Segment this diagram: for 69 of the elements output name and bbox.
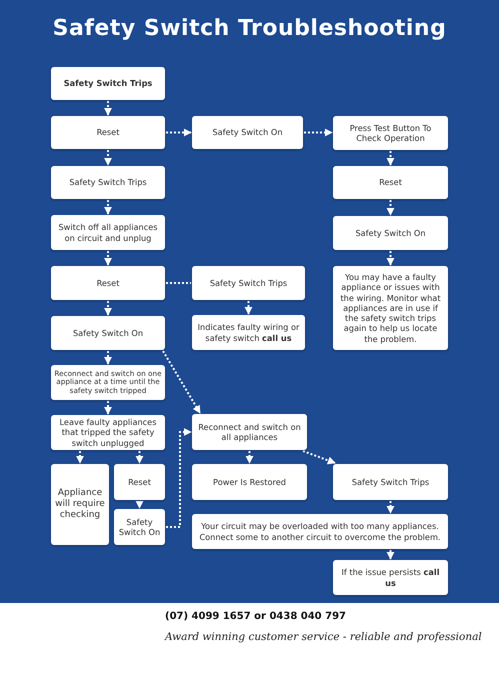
box-text: Switch off all appliances on circuit and unplug <box>57 222 159 243</box>
box-text: Press Test Button To Check Operation <box>348 122 432 144</box>
box-text: Safety Switch Trips <box>69 177 147 188</box>
arrow <box>244 301 252 315</box>
arrow <box>136 500 144 509</box>
box-text: Safety Switch On <box>355 228 426 238</box>
box-text: Leave faulty appliances that tripped the safety switch unplugged <box>58 417 158 448</box>
box-text: Safety Switch Trips <box>352 476 430 488</box>
arrow <box>104 401 112 415</box>
box-text: You may have a faulty appliance or issues with the wiring. Monitor what appliances are in use if the safety switch trips again to help us locate the problem. <box>339 272 442 344</box>
box-text: Reconnect and switch on all appliances <box>197 422 302 442</box>
box-text: Reset <box>96 278 120 288</box>
phone-text: (07) 4099 1657 or 0438 040 797 <box>165 611 346 622</box>
arrow <box>162 350 201 414</box>
box-text: Power Is Restored <box>213 476 286 488</box>
box-text: Your circuit may be overloaded with too many appliances. Connect some to another circuit to overcome the problem. <box>198 521 442 542</box>
arrow <box>386 550 394 560</box>
process-box <box>333 464 448 500</box>
process-box <box>51 166 165 199</box>
arrow <box>104 150 112 166</box>
arrow <box>166 128 192 136</box>
box-text: Safety Switch Trips <box>64 78 152 89</box>
arrow <box>166 428 192 528</box>
box-text: Safety Switch Trips <box>210 278 288 288</box>
arrow <box>104 200 112 215</box>
process-box <box>333 216 448 250</box>
arrow <box>104 101 112 116</box>
arrow <box>104 251 112 266</box>
process-box <box>51 415 165 450</box>
process-box <box>51 67 165 100</box>
box-text: Reset <box>379 177 402 188</box>
process-box <box>51 116 165 149</box>
box-text: Safety Switch On <box>212 127 283 138</box>
box-text: Indicates faulty wiring or safety switch call us <box>196 322 300 343</box>
process-box <box>51 464 109 545</box>
arrow <box>136 451 144 464</box>
title: Safety Switch Troubleshooting <box>52 16 448 41</box>
box-text: Safety Switch On <box>118 516 162 538</box>
process-box <box>333 166 448 199</box>
process-box <box>51 266 165 300</box>
arrow <box>302 450 336 464</box>
process-box <box>51 316 165 350</box>
box-text: Safety Switch On <box>72 328 144 338</box>
arrow <box>76 451 84 464</box>
box-text: Appliance will require checking <box>54 488 106 522</box>
arrow <box>104 351 112 365</box>
process-box <box>192 464 307 500</box>
box-text: Reset <box>128 476 151 488</box>
arrow <box>104 301 112 316</box>
arrow <box>386 501 394 514</box>
box-text: Reset <box>96 127 120 138</box>
tagline-text: Award winning customer service - reliable and professional <box>165 631 482 643</box>
box-text: If the issue persists call us <box>340 567 441 588</box>
process-box <box>333 560 448 595</box>
process-box <box>114 509 165 545</box>
process-box <box>192 116 303 149</box>
arrow <box>386 200 394 216</box>
process-box <box>333 116 448 150</box>
arrow <box>386 251 394 266</box>
process-box <box>51 215 165 250</box>
arrow <box>246 451 254 464</box>
arrow <box>386 151 394 166</box>
process-box <box>333 266 448 350</box>
process-box <box>192 266 305 300</box>
process-box <box>192 514 448 549</box>
process-box <box>114 464 165 500</box>
arrow <box>304 128 333 136</box>
process-box <box>192 414 307 450</box>
process-box <box>192 315 305 350</box>
